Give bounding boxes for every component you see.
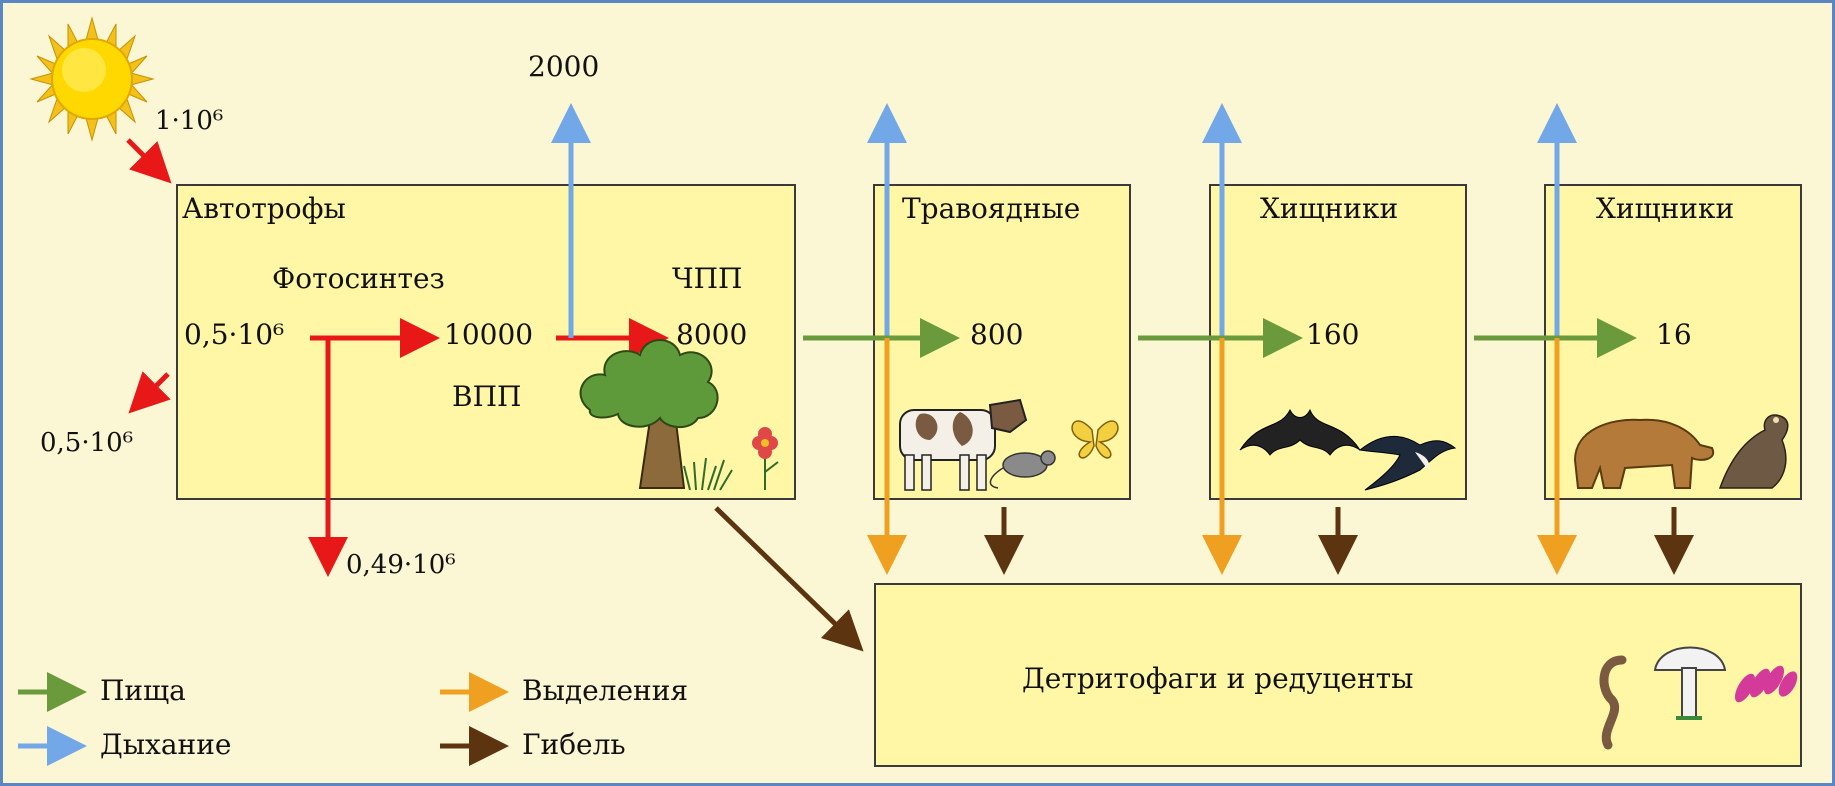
gpp-value: 10000 <box>444 318 534 351</box>
flower-icon <box>752 427 779 490</box>
sun-icon <box>29 16 155 142</box>
photosynthesis-label: Фотосинтез <box>272 262 445 295</box>
legend-excretion-label: Выделения <box>522 674 689 707</box>
tree-icon <box>579 339 719 489</box>
bat-icon <box>1239 408 1361 456</box>
legend-food-label: Пища <box>100 674 186 707</box>
heat-loss-label: 0,49·10⁶ <box>346 550 456 580</box>
grass-icon <box>683 457 733 491</box>
death-arrow-autotrophs <box>714 506 864 652</box>
predators1-value: 160 <box>1306 318 1360 351</box>
legend-death-label: Гибель <box>522 728 626 761</box>
reflected-label: 0,5·10⁶ <box>40 428 134 458</box>
predators2-title: Хищники <box>1596 192 1735 225</box>
absorbed-energy-value: 0,5·10⁶ <box>184 318 285 351</box>
solar-input-label: 1·10⁶ <box>155 106 224 136</box>
mushroom-icon <box>1653 646 1727 720</box>
autotrophs-box <box>176 184 796 500</box>
autotrophs-title: Автотрофы <box>182 192 346 225</box>
respiration-top-label: 2000 <box>528 50 600 83</box>
gpp-label: ВПП <box>452 380 522 413</box>
npp-label: ЧПП <box>672 262 743 295</box>
predators1-title: Хищники <box>1260 192 1399 225</box>
legend-respiration-label: Дыхание <box>100 728 232 761</box>
solar-arrow <box>126 138 172 184</box>
herbivores-value: 800 <box>970 318 1024 351</box>
cow-icon <box>899 398 1028 491</box>
mouse-icon <box>989 450 1056 489</box>
bacteria-icon <box>1734 665 1798 703</box>
predators2-value: 16 <box>1656 318 1692 351</box>
eagle-icon <box>1718 414 1789 489</box>
reflected-arrow <box>128 371 171 414</box>
detritus-title: Детритофаги и редуценты <box>1022 662 1414 695</box>
worm-icon <box>1599 655 1627 750</box>
detritus-box <box>874 583 1802 767</box>
herbivores-title: Травоядные <box>902 192 1081 225</box>
npp-value: 8000 <box>676 318 748 351</box>
butterfly-icon <box>1071 420 1119 459</box>
bear-icon <box>1573 418 1715 489</box>
swallow-icon <box>1358 435 1457 491</box>
